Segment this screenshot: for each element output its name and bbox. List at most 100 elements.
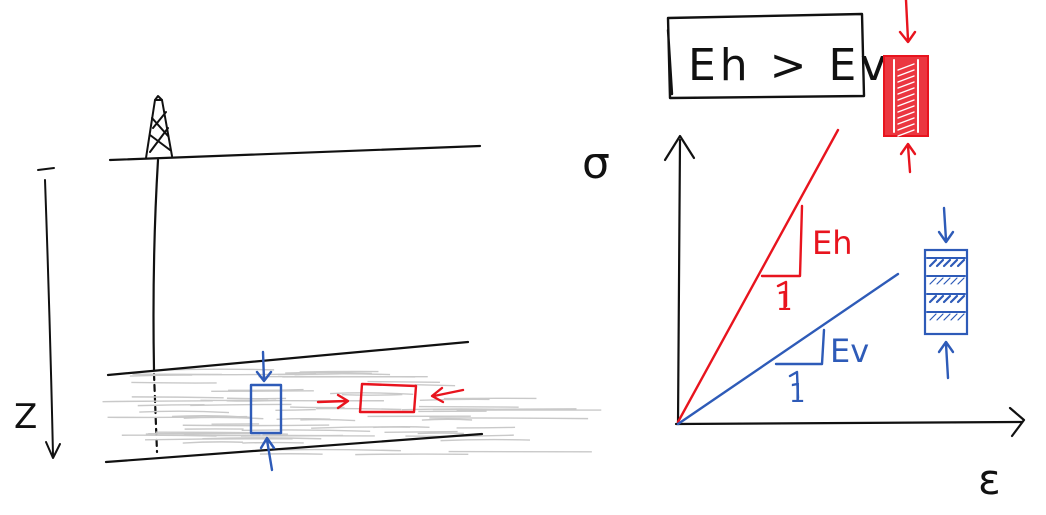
- shale-hatch-stroke: [242, 441, 304, 444]
- sample-stripe: [897, 81, 915, 89]
- layer-hatch: [928, 258, 938, 268]
- layer-hatch: [949, 294, 959, 304]
- layer-hatch: [935, 258, 945, 268]
- shale-hatch-stroke: [414, 384, 456, 387]
- eh-run-mark: [776, 280, 788, 308]
- sample-stripe: [897, 105, 915, 113]
- layer-hatch: [943, 313, 951, 321]
- shale-hatch-stroke: [421, 418, 473, 421]
- sample-stripe: [897, 75, 915, 83]
- shale-hatch-stroke: [172, 414, 250, 419]
- layer-hatch: [943, 277, 951, 285]
- shale-hatch-stroke: [341, 393, 403, 396]
- red-sample-column: [883, 0, 929, 174]
- shale-hatch-stroke: [440, 438, 531, 442]
- eh-label: Eh: [812, 224, 853, 262]
- layer-top-boundary: [106, 340, 470, 377]
- layer-hatch: [956, 294, 966, 304]
- layer-hatch: [950, 277, 958, 285]
- sample-stripe: [897, 93, 915, 101]
- down-arrow-icon: [255, 350, 273, 383]
- layer-hatch: [950, 313, 958, 321]
- shale-hatch-stroke: [432, 408, 577, 411]
- layer-hatch: [949, 258, 959, 268]
- layer-hatch: [942, 258, 952, 268]
- depth-arrow: [44, 179, 54, 456]
- shale-hatch-stroke: [316, 407, 402, 411]
- ev-run-mark: [788, 370, 800, 400]
- strain-axis-label: ε: [978, 455, 1001, 504]
- shale-hatch-stroke: [330, 392, 414, 396]
- layer-hatch: [957, 313, 965, 321]
- drilling-rig-icon: [145, 95, 173, 159]
- series-eh: [676, 128, 840, 424]
- shale-hatch-stroke: [285, 371, 372, 375]
- shale-hatch-stroke: [139, 410, 230, 414]
- sample-stripe: [897, 123, 915, 131]
- shale-hatch-stroke: [228, 388, 304, 392]
- stress-strain-chart: σ ε Eh Ev 1 1: [582, 128, 1026, 504]
- up-arrow-icon: [259, 436, 276, 472]
- annotation-text: Eh > Ev: [688, 40, 890, 91]
- shale-hatch-stroke: [121, 434, 217, 437]
- stress-axis: [676, 138, 682, 426]
- stress-axis-label: σ: [582, 138, 610, 189]
- depth-label: Z: [14, 397, 37, 437]
- layer-bottom-boundary: [104, 432, 484, 464]
- shale-hatch-stroke: [145, 438, 293, 441]
- ev-label: Ev: [830, 332, 869, 370]
- shale-hatch-stroke: [300, 418, 356, 422]
- shale-hatch-stroke: [418, 405, 519, 408]
- shale-hatch-stroke: [148, 432, 259, 435]
- eh-run-number: 1: [776, 287, 793, 317]
- shale-hatch-stroke: [129, 374, 193, 377]
- anisotropy-annotation: Eh > Ev: [666, 12, 890, 100]
- depth-arrow-head: [45, 441, 61, 459]
- sample-stripe: [897, 111, 915, 119]
- strain-axis: [674, 420, 1024, 426]
- down-arrow-icon: [898, 0, 917, 44]
- horizontal-core-sample: [316, 382, 465, 414]
- shale-hatch-stroke: [131, 381, 217, 384]
- sample-stripe: [897, 129, 915, 137]
- shale-hatch-stroke: [182, 424, 330, 427]
- shale-hatch-stroke: [419, 398, 490, 402]
- layer-hatch: [929, 277, 937, 285]
- layer-hatch: [957, 277, 965, 285]
- shale-hatch-stroke: [131, 396, 224, 399]
- annotation-box: [666, 12, 866, 100]
- eh-line: [676, 128, 840, 424]
- ev-slope-triangle: [774, 328, 826, 366]
- depth-axis-tick: [37, 167, 55, 171]
- shale-hatch-stroke: [137, 403, 205, 407]
- shale-hatch-stroke: [279, 448, 401, 452]
- wellbore-line: [152, 158, 160, 372]
- ev-line: [676, 272, 900, 426]
- series-ev: [676, 272, 900, 426]
- down-arrow-icon: [937, 206, 955, 244]
- shale-hatch-stroke: [311, 426, 411, 429]
- up-arrow-icon: [899, 142, 917, 174]
- layer-hatch: [928, 294, 938, 304]
- layer-hatch: [935, 294, 945, 304]
- shale-hatch-stroke: [241, 429, 371, 432]
- shale-hatch-stroke: [367, 380, 440, 384]
- left-arrow-icon: [430, 386, 465, 404]
- right-arrow-icon: [316, 393, 350, 410]
- sample-stripe: [897, 99, 915, 107]
- layer-hatch: [942, 294, 952, 304]
- shale-hatch-stroke: [211, 390, 314, 393]
- shale-hatch-stroke: [275, 408, 316, 412]
- ground-surface-line: [108, 144, 482, 162]
- ev-run-number: 1: [789, 379, 806, 409]
- layer-hatch: [929, 313, 937, 321]
- sample-stripe: [897, 69, 915, 77]
- shale-hatch-stroke: [355, 453, 469, 456]
- stress-axis-arrow-head: [663, 134, 696, 162]
- up-arrow-icon: [937, 340, 955, 380]
- layer-hatch: [936, 313, 944, 321]
- sample-stripe: [897, 117, 915, 125]
- blue-layered-sample: [923, 206, 969, 380]
- eh-slope-triangle: [760, 204, 804, 278]
